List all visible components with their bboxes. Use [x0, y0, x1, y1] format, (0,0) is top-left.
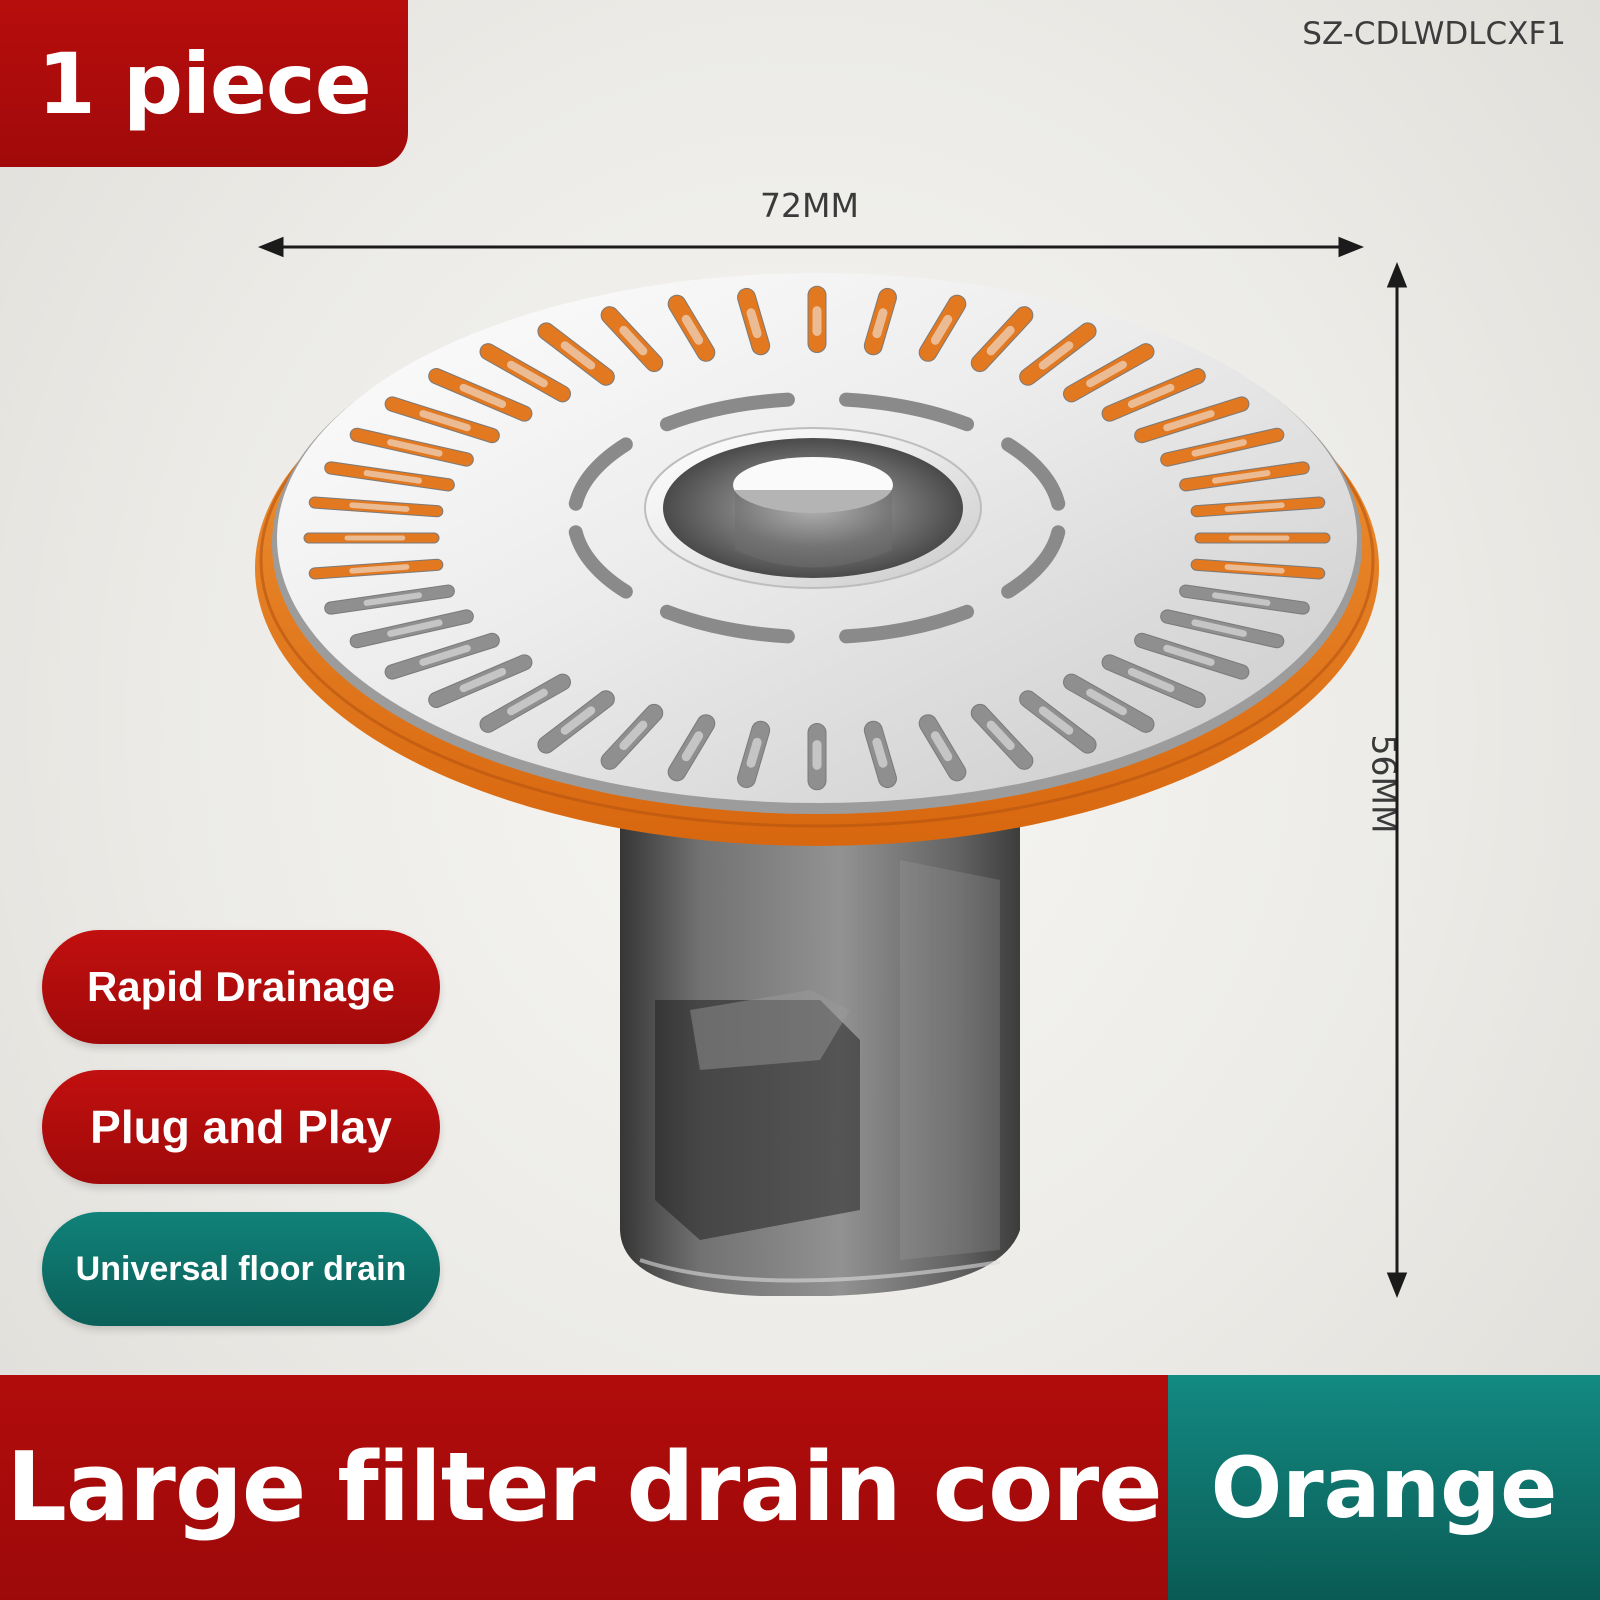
grate-slot [349, 609, 474, 649]
grate-slot [737, 720, 771, 789]
grate-slot [1134, 396, 1250, 444]
grate-slot [1194, 532, 1331, 544]
grate-slot [1134, 632, 1250, 680]
inner-grate-slot [659, 392, 795, 432]
grate-slot [1179, 584, 1310, 615]
grate-slot [308, 496, 444, 518]
grate-slot [918, 294, 967, 362]
grate-slot [600, 306, 664, 373]
grate-slot [303, 532, 440, 544]
grate-slot [479, 343, 572, 403]
grate-slot [324, 461, 455, 492]
inner-grate-slot [839, 604, 975, 644]
feature-label: Rapid Drainage [86, 963, 396, 1010]
grate-slot [970, 703, 1034, 770]
grate-slot [667, 714, 716, 782]
metal-grate-cover [272, 273, 1362, 814]
grate-slot [667, 294, 716, 362]
grate-slot [479, 673, 572, 733]
grate-slot [384, 396, 500, 444]
grate-slot [1019, 690, 1097, 754]
grate-slot [1160, 609, 1285, 649]
grate-slot [1062, 343, 1155, 403]
grate-slot [918, 714, 967, 782]
grate-slot [1101, 368, 1206, 422]
color-name: Orange [1210, 1438, 1558, 1537]
grate-slot [863, 287, 897, 356]
grate-slot [863, 720, 897, 789]
grate-slot [1160, 427, 1285, 467]
grate-slot [384, 632, 500, 680]
grate-slot [324, 584, 455, 615]
grate-slot [1062, 673, 1155, 733]
quantity-badge: 1 piece [0, 0, 408, 167]
sku-code: SZ-CDLWDLCXF1 [1302, 16, 1566, 52]
color-panel: Orange [1168, 1375, 1600, 1600]
inner-grate-slot [839, 392, 975, 432]
grate-slot [537, 690, 615, 754]
grate-slot [1190, 558, 1326, 580]
inner-grate-slot [568, 525, 633, 599]
feature-label: Universal floor drain [75, 1249, 407, 1288]
width-dimension-arrow [257, 236, 1365, 258]
grate-slot [1179, 461, 1310, 492]
height-dimension-arrow [1386, 261, 1408, 1299]
product-name: Large filter drain core [6, 1432, 1162, 1543]
grate-slot [537, 322, 615, 386]
grate-slot [737, 287, 771, 356]
grate-slot [308, 558, 444, 580]
footer-bar: Large filter drain core Orange [0, 1375, 1600, 1600]
grate-slot [807, 285, 827, 353]
feature-label: Plug and Play [90, 1101, 392, 1153]
feature-badge-plug-and-play: Plug and Play [42, 1070, 440, 1184]
grate-slot [1019, 322, 1097, 386]
inner-grate-slot [568, 437, 633, 511]
drain-cylinder [620, 780, 1020, 1296]
inner-grate-slot [1001, 437, 1066, 511]
inner-grate-slot [1001, 525, 1066, 599]
product-name-panel: Large filter drain core [0, 1375, 1168, 1600]
grate-slot [1101, 654, 1206, 708]
quantity-label: 1 piece [37, 34, 371, 133]
grate-slot [807, 723, 827, 791]
grate-slot [428, 368, 533, 422]
grate-slot [1190, 496, 1326, 518]
grate-slot [428, 654, 533, 708]
inner-grate-slot [659, 604, 795, 644]
grate-slot [349, 427, 474, 467]
feature-badge-rapid-drainage: Rapid Drainage [42, 930, 440, 1044]
grate-slot [970, 306, 1034, 373]
feature-badge-universal-floor-drain: Universal floor drain [42, 1212, 440, 1326]
width-dimension-label: 72MM [760, 186, 859, 225]
grate-slot [600, 703, 664, 770]
